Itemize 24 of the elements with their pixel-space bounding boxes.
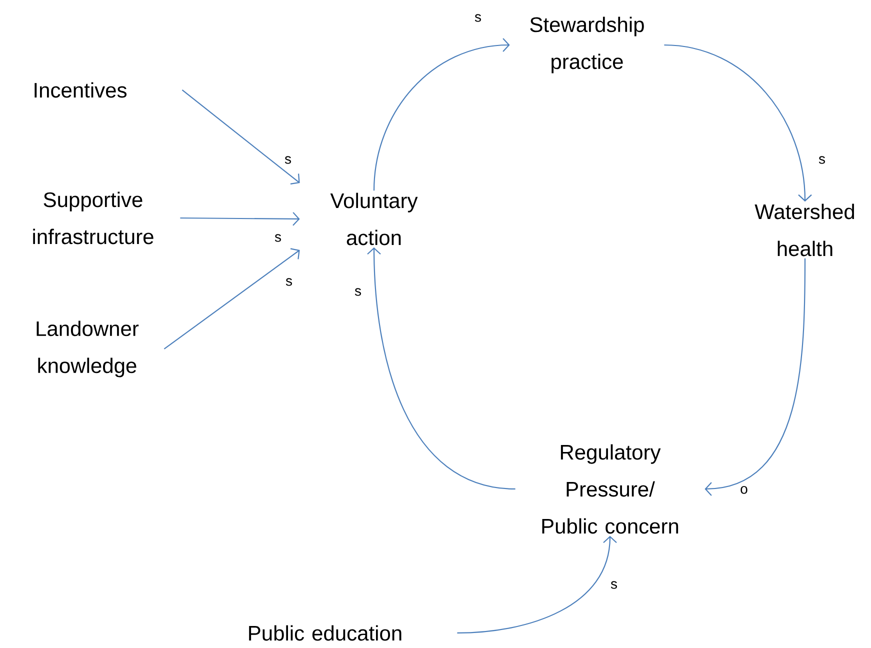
- edge-label: s: [818, 155, 826, 165]
- variable-label: Incentives: [34, 82, 126, 98]
- arrow: [164, 248, 300, 350]
- edge-label: s: [354, 287, 362, 297]
- variable-label: Stewardship practice: [530, 16, 644, 74]
- variable-label: Public education: [249, 625, 402, 641]
- variable-label: Landowner knowledge: [36, 320, 139, 378]
- edge-label: s: [474, 13, 482, 23]
- edge-label: o: [739, 485, 749, 495]
- arrow: [457, 536, 617, 634]
- edge-label: s: [274, 233, 282, 243]
- arrow: [367, 247, 516, 490]
- edge-label: s: [610, 580, 618, 590]
- arrow: [182, 90, 300, 184]
- arrow: [704, 258, 806, 496]
- variable-label: Watershed health: [754, 204, 854, 256]
- arrow: [664, 44, 812, 202]
- edge-label: s: [284, 155, 292, 165]
- variable-label: Supportive infrastructure: [33, 192, 154, 244]
- arrow: [373, 38, 510, 191]
- arrow: [180, 212, 300, 226]
- variable-label: Regulatory Pressure/ Public concern: [542, 444, 678, 534]
- variable-label: Voluntary action: [330, 192, 418, 246]
- edge-label: s: [284, 277, 294, 287]
